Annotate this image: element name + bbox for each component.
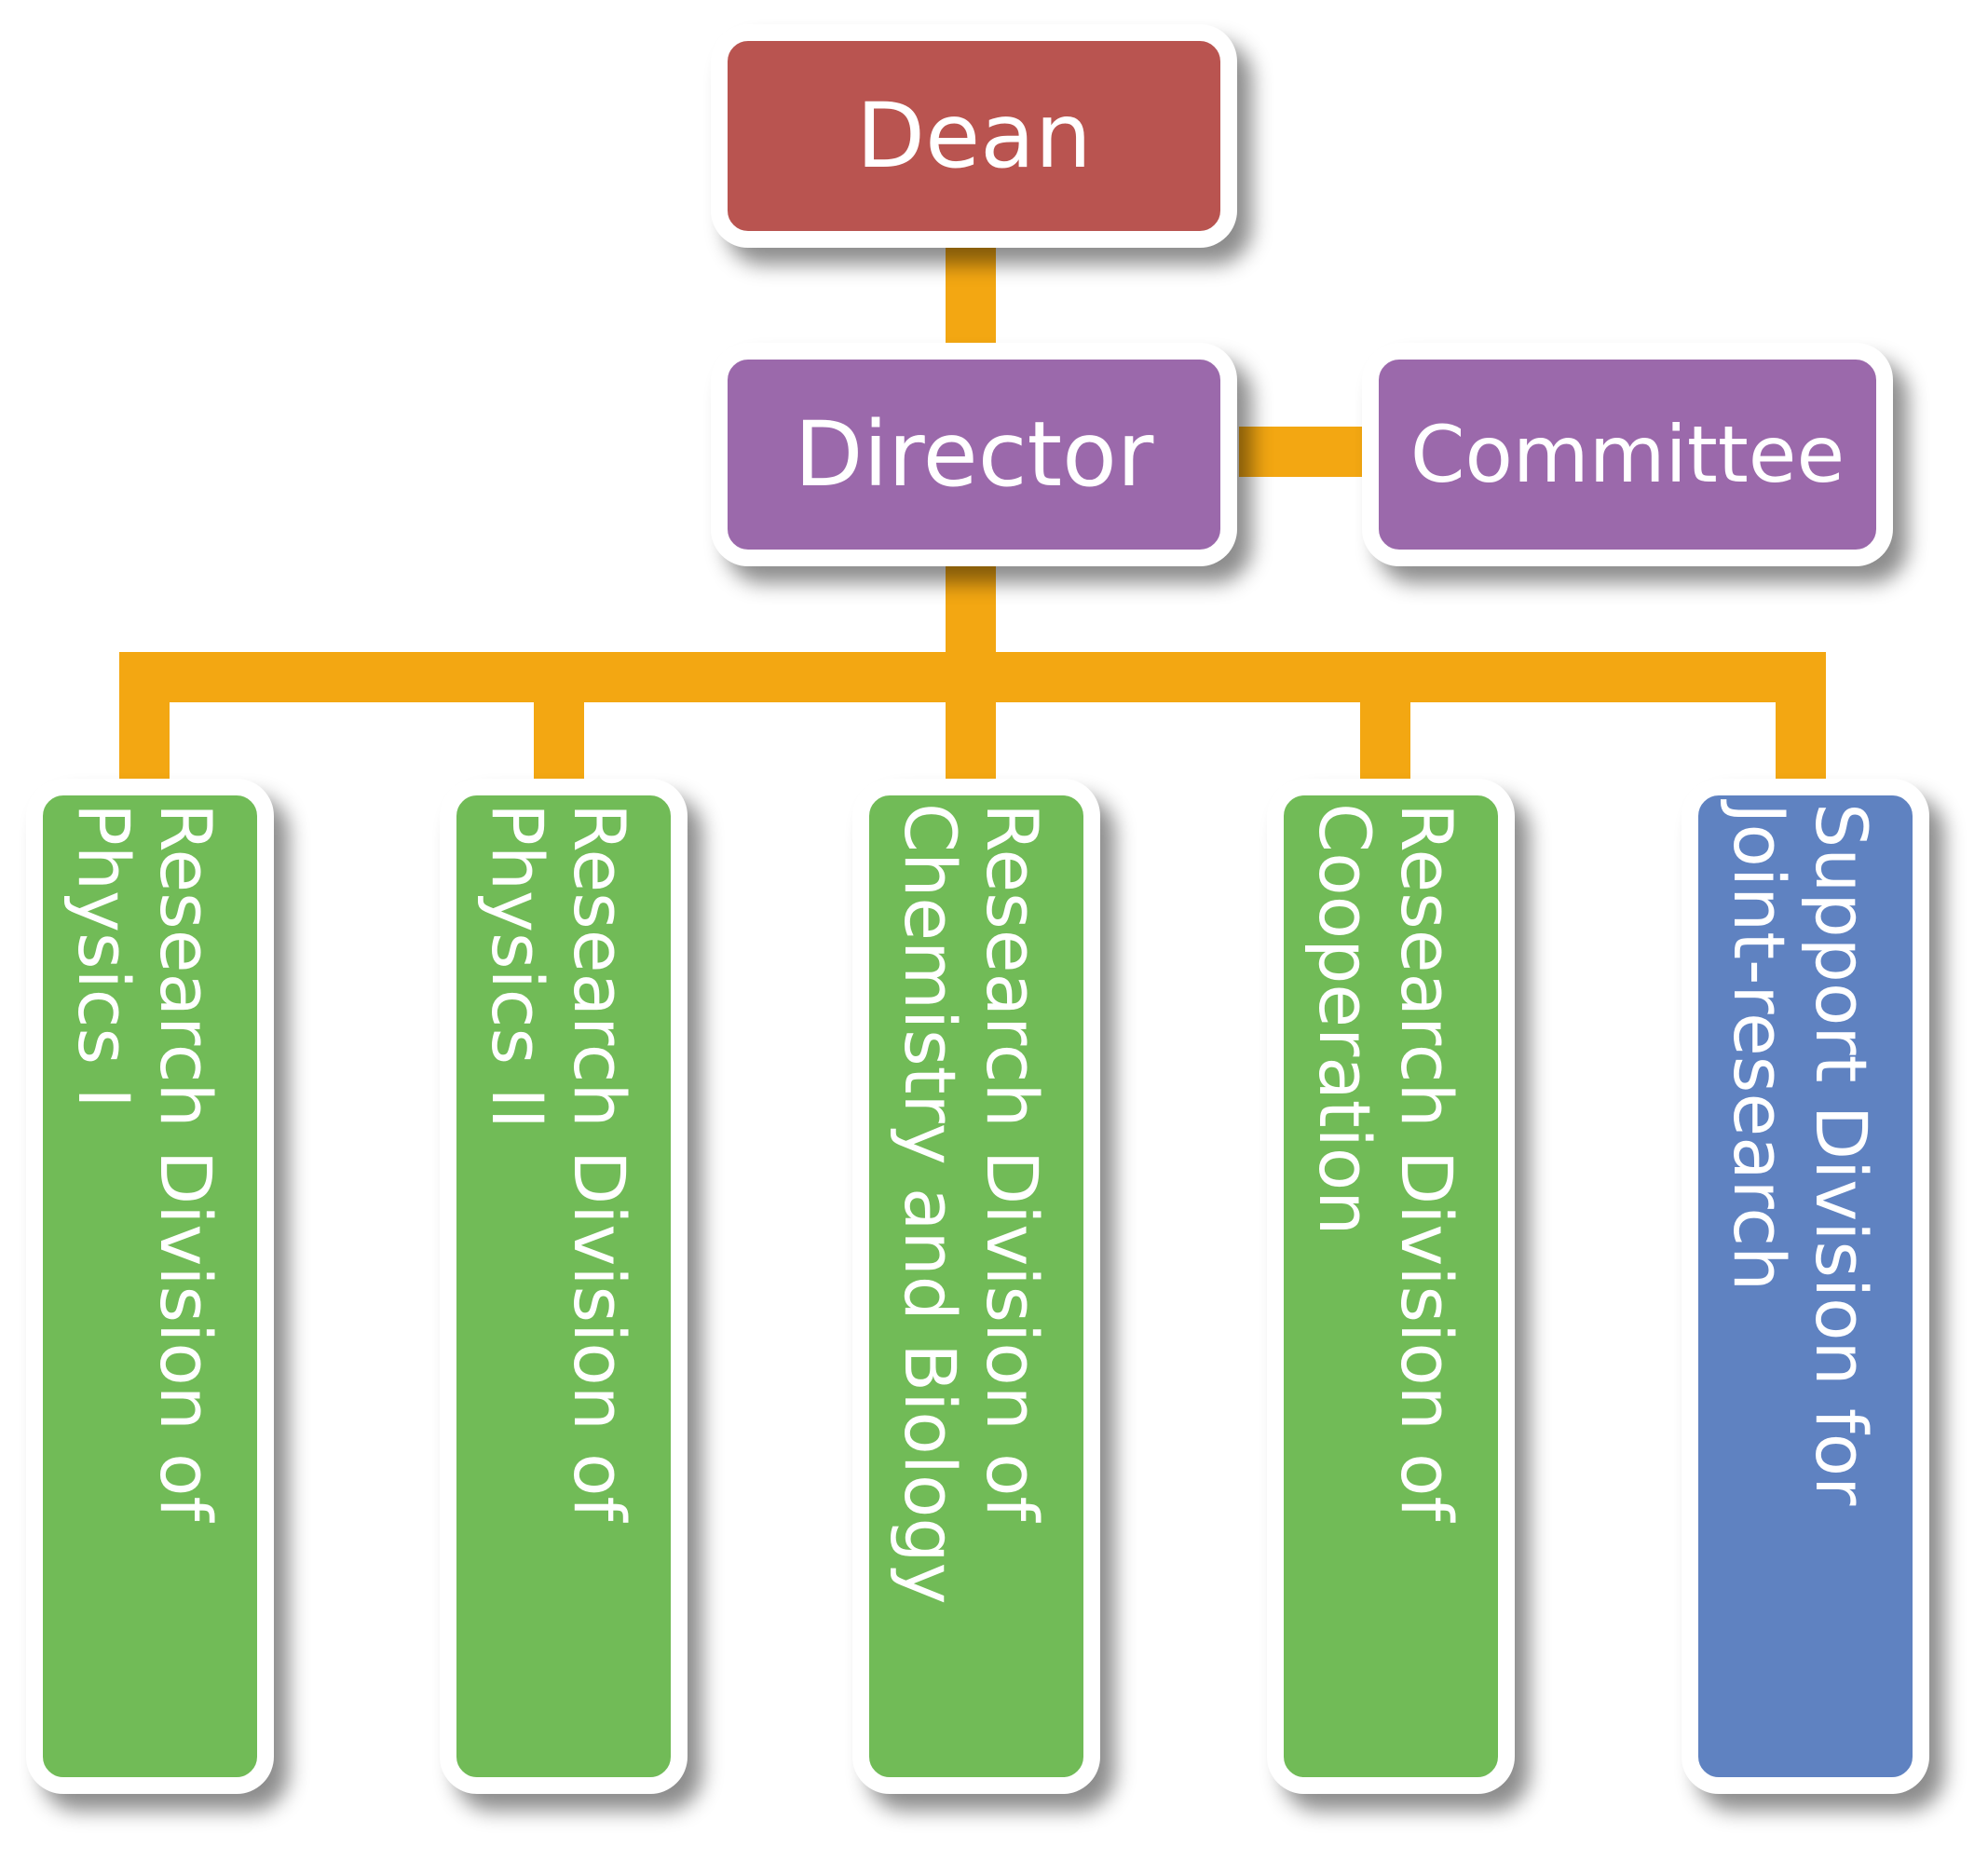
division-label-line: Research Division of [971,803,1054,1522]
division-label-line: Physics II [476,803,559,1130]
connector-drop-3 [946,652,996,787]
division-label-line: Support Division for [1800,803,1883,1506]
dean-label: Dean [856,84,1092,188]
connector-drop-4 [1360,652,1410,787]
connector-dean-director [946,244,996,346]
division-physics-1: Research Division of Physics I [26,779,274,1794]
director-label: Director [794,402,1154,507]
dean-node: Dean [711,24,1237,248]
director-node: Director [711,343,1237,566]
division-label-line: Physics I [62,803,145,1108]
division-support-joint-research: Support Division for Joint-research [1682,779,1929,1794]
committee-label: Committee [1409,409,1845,500]
division-physics-1-text: Research Division of Physics I [62,803,227,1744]
division-cooperation-text: Research Division of Cooperation [1303,803,1468,1744]
connector-drop-2 [534,652,584,787]
connector-drop-5 [1776,652,1826,787]
division-cooperation: Research Division of Cooperation [1267,779,1515,1794]
division-chemistry-biology: Research Division of Chemistry and Biolo… [852,779,1100,1794]
division-physics-2: Research Division of Physics II [440,779,688,1794]
division-support-text: Support Division for Joint-research [1718,803,1883,1744]
connector-director-committee [1239,427,1379,477]
division-label-line: Joint-research [1718,803,1801,1292]
division-label-line: Cooperation [1303,803,1386,1236]
connector-drop-1 [119,652,170,787]
division-label-line: Research Division of [558,803,641,1522]
division-label-line: Research Division of [1385,803,1468,1522]
division-physics-2-text: Research Division of Physics II [476,803,641,1744]
division-label-line: Chemistry and Biology [889,803,972,1605]
committee-node: Committee [1362,343,1893,566]
division-chemistry-biology-text: Research Division of Chemistry and Biolo… [889,803,1054,1744]
connector-director-down [946,564,996,657]
division-label-line: Research Division of [144,803,227,1522]
